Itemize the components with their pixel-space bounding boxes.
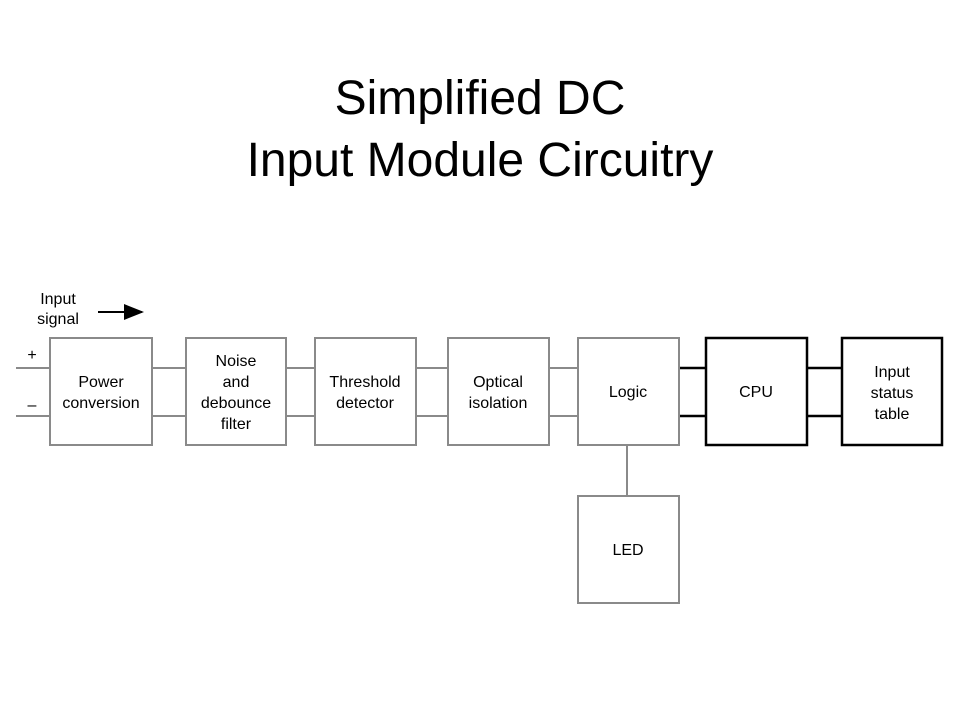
block-status-line2: status: [871, 385, 914, 402]
block-status-line3: table: [875, 406, 910, 423]
minus-terminal-label: –: [28, 397, 37, 414]
block-logic: Logic: [577, 337, 680, 446]
block-noise-line4: filter: [221, 416, 252, 433]
block-cpu-label: CPU: [739, 384, 773, 401]
block-optical-line2: isolation: [469, 395, 528, 412]
diagram-title-line2: Input Module Circuitry: [246, 134, 714, 187]
plus-terminal-label: +: [27, 347, 36, 364]
block-logic-label: Logic: [609, 384, 647, 401]
block-noise-line3: debounce: [201, 395, 271, 412]
input-signal-label-line1: Input: [40, 291, 76, 308]
input-signal-label-line2: signal: [37, 311, 79, 328]
block-led-label: LED: [612, 542, 643, 559]
block-threshold-line2: detector: [336, 395, 394, 412]
block-optical-line1: Optical: [473, 374, 523, 391]
block-power-conversion: Power conversion: [49, 337, 153, 446]
block-threshold-line1: Threshold: [329, 374, 400, 391]
block-optical-isolation: Optical isolation: [447, 337, 550, 446]
block-threshold-detector: Threshold detector: [314, 337, 417, 446]
block-cpu: CPU: [704, 336, 809, 447]
block-led: LED: [577, 495, 680, 604]
block-status-line1: Input: [874, 364, 910, 381]
block-noise-debounce-filter: Noise and debounce filter: [185, 337, 287, 446]
block-noise-line2: and: [223, 374, 250, 391]
block-input-status-table: Input status table: [840, 336, 944, 447]
block-noise-line1: Noise: [216, 353, 257, 370]
block-power-conversion-line1: Power: [78, 374, 124, 391]
diagram-title-line1: Simplified DC: [334, 72, 626, 125]
block-power-conversion-line2: conversion: [62, 395, 139, 412]
